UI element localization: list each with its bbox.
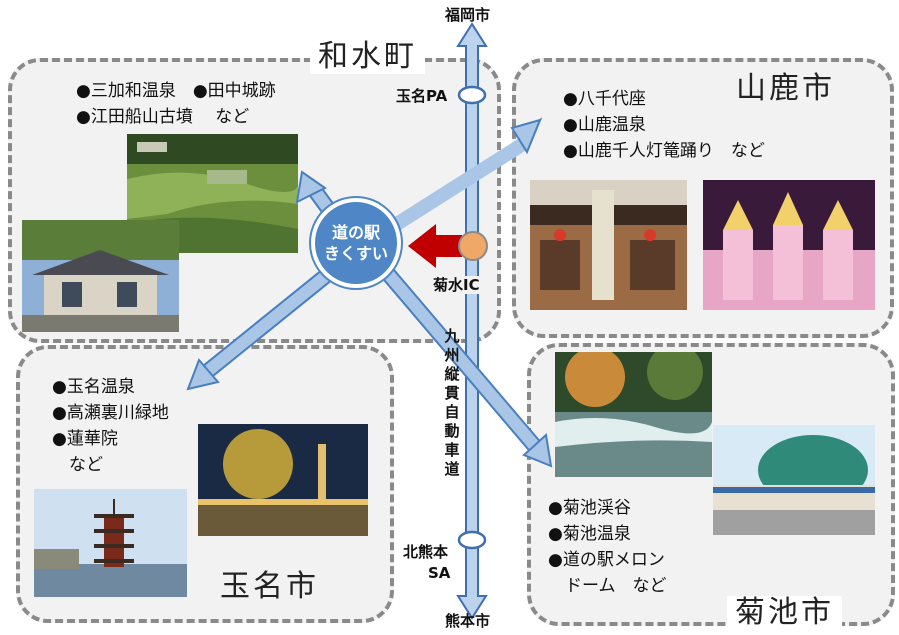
list-item: ●江田船山古墳 など	[76, 107, 250, 127]
station-name-line1: 道の駅	[331, 223, 380, 242]
city-south-label: 熊本市	[445, 612, 491, 630]
attractions-nagomi: ●三加和温泉 ●田中城跡 ●江田船山古墳 など	[76, 78, 276, 130]
pa-label: 玉名PA	[396, 87, 448, 105]
list-item: ●菊池温泉	[548, 524, 631, 544]
list-item: ●三加和温泉 ●田中城跡	[76, 81, 276, 101]
region-title-kikuchi: 菊池市	[727, 596, 842, 630]
photo-takase-night	[198, 424, 368, 536]
sa-label-line1: 北熊本	[403, 543, 449, 561]
photo-lantern-dance	[703, 180, 875, 310]
list-item: ●山鹿温泉	[563, 115, 646, 135]
sa-marker	[457, 530, 487, 550]
list-item: ●山鹿千人灯篭踊り など	[563, 141, 765, 161]
photo-yachiyoza	[530, 180, 687, 310]
ic-marker	[458, 231, 488, 261]
pa-marker	[457, 85, 487, 105]
arrow-to-tamana	[186, 255, 349, 391]
ic-red-arrow	[408, 224, 462, 268]
list-item: ●八千代座	[563, 89, 646, 109]
highway-line	[456, 22, 488, 620]
photo-rengein-pagoda	[34, 489, 187, 597]
station-label: 道の駅 きくすい	[313, 222, 399, 264]
city-north-label: 福岡市	[445, 6, 491, 24]
station-circle	[311, 198, 401, 288]
photo-nagomi-building	[22, 220, 179, 332]
station-name-line2: きくすい	[323, 244, 388, 263]
region-title-nagomi: 和水町	[310, 40, 425, 74]
list-item: ●菊池渓谷	[548, 498, 631, 518]
ic-label: 菊水IC	[433, 276, 480, 294]
photo-kikuchi-gorge	[555, 352, 712, 477]
sa-label-line2: SA	[428, 564, 451, 582]
list-item: ●蓮華院	[52, 429, 118, 449]
photo-melon-dome	[713, 425, 875, 535]
list-item: ●高瀬裏川緑地	[52, 403, 169, 423]
list-item: ●玉名温泉	[52, 377, 135, 397]
highway-name: 九州縦貫自動車道	[444, 327, 460, 478]
attractions-kikuchi: ●菊池渓谷 ●菊池温泉 ●道の駅メロン ドーム など	[548, 495, 667, 599]
list-item: ●道の駅メロン	[548, 550, 665, 570]
region-title-tamana: 玉名市	[220, 569, 319, 604]
list-item: など	[52, 455, 103, 475]
arrow-to-kikuchi	[371, 256, 553, 468]
list-item: ドーム など	[548, 576, 667, 596]
attractions-yamaga: ●八千代座 ●山鹿温泉 ●山鹿千人灯篭踊り など	[563, 86, 765, 164]
region-title-yamaga: 山鹿市	[736, 71, 835, 106]
attractions-tamana: ●玉名温泉 ●高瀬裏川緑地 ●蓮華院 など	[52, 374, 169, 478]
